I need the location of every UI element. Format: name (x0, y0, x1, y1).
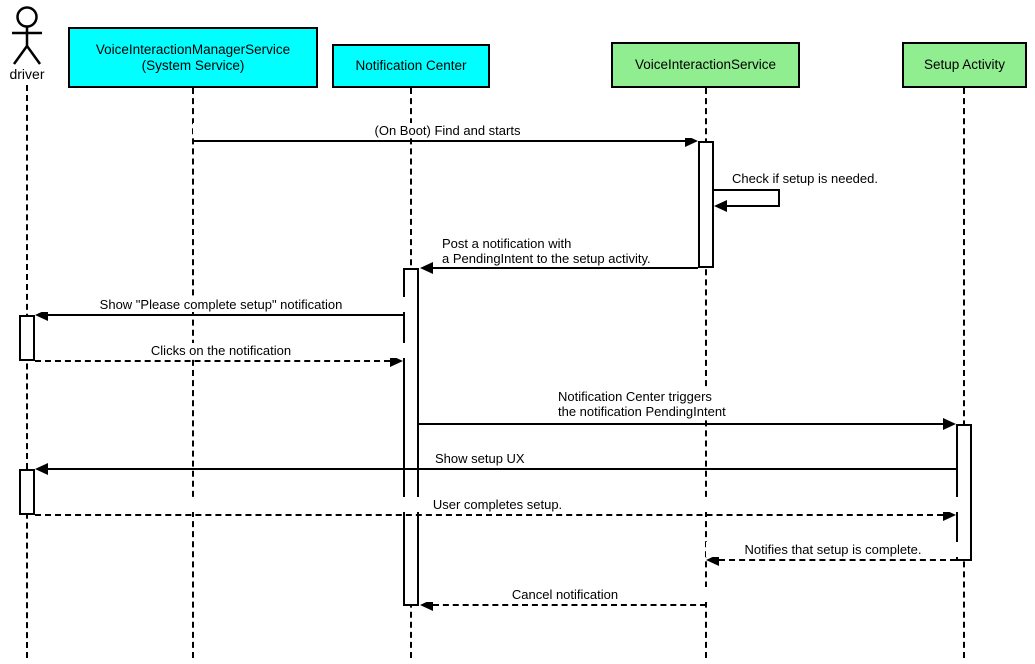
lifeline-vims (192, 88, 194, 658)
lifeline-voice-interaction-service (705, 88, 707, 658)
message-label-clicks-notification: Clicks on the notification (35, 343, 407, 358)
message-label-on-boot: (On Boot) Find and starts (193, 123, 702, 138)
activation-voice-interaction-service (698, 141, 714, 268)
lifeline-driver (26, 85, 28, 658)
message-line-cancel-notification (433, 604, 706, 606)
arrowhead-notifies-complete (706, 554, 719, 566)
message-label-post-notification: Post a notification with a PendingIntent… (440, 236, 653, 266)
message-line-show-setup-ux (48, 468, 956, 470)
actor-label: driver (9, 66, 45, 82)
message-label-show-setup-ux: Show setup UX (433, 451, 527, 466)
message-label-cancel-notification: Cancel notification (420, 587, 710, 602)
activation-driver-1 (19, 315, 35, 361)
message-label-user-completes-setup: User completes setup. (35, 497, 960, 512)
message-line-notifies-complete (719, 559, 956, 561)
participant-notification-center: Notification Center (332, 44, 490, 88)
arrowhead-triggers-pendingintent (943, 418, 956, 430)
message-line-on-boot (193, 140, 686, 142)
arrowhead-post-notification (420, 262, 433, 274)
message-label-notifies-complete: Notifies that setup is complete. (706, 542, 960, 557)
arrowhead-cancel-notification (420, 599, 433, 611)
message-label-show-notification: Show "Please complete setup" notificatio… (35, 297, 407, 312)
participant-vims: VoiceInteractionManagerService (System S… (68, 27, 318, 88)
activation-driver-2 (19, 469, 35, 515)
message-line-user-completes-setup (35, 514, 943, 516)
message-line-post-notification (432, 267, 698, 269)
message-label-check-setup: Check if setup is needed. (730, 171, 880, 186)
arrowhead-user-completes-setup (943, 509, 956, 521)
arrowhead-clicks-notification (390, 355, 403, 367)
arrowhead-show-setup-ux (35, 463, 48, 475)
message-line-check-setup-side (778, 189, 780, 207)
actor-icon (7, 4, 47, 66)
activation-notification-center (403, 268, 419, 606)
activation-setup-activity (956, 424, 972, 561)
message-label-triggers-pendingintent: Notification Center triggers the notific… (556, 389, 728, 419)
participant-voice-interaction-service: VoiceInteractionService (611, 42, 800, 88)
message-line-show-notification (48, 314, 403, 316)
message-line-check-setup-top (713, 189, 780, 191)
participant-setup-activity: Setup Activity (902, 42, 1027, 88)
message-line-triggers-pendingintent (419, 423, 943, 425)
lifeline-setup-activity (963, 88, 965, 658)
message-line-check-setup-bottom (727, 205, 780, 207)
arrowhead-on-boot (685, 135, 698, 147)
arrowhead-check-setup (714, 200, 727, 212)
message-line-clicks-notification (35, 360, 390, 362)
arrowhead-show-notification (35, 309, 48, 321)
